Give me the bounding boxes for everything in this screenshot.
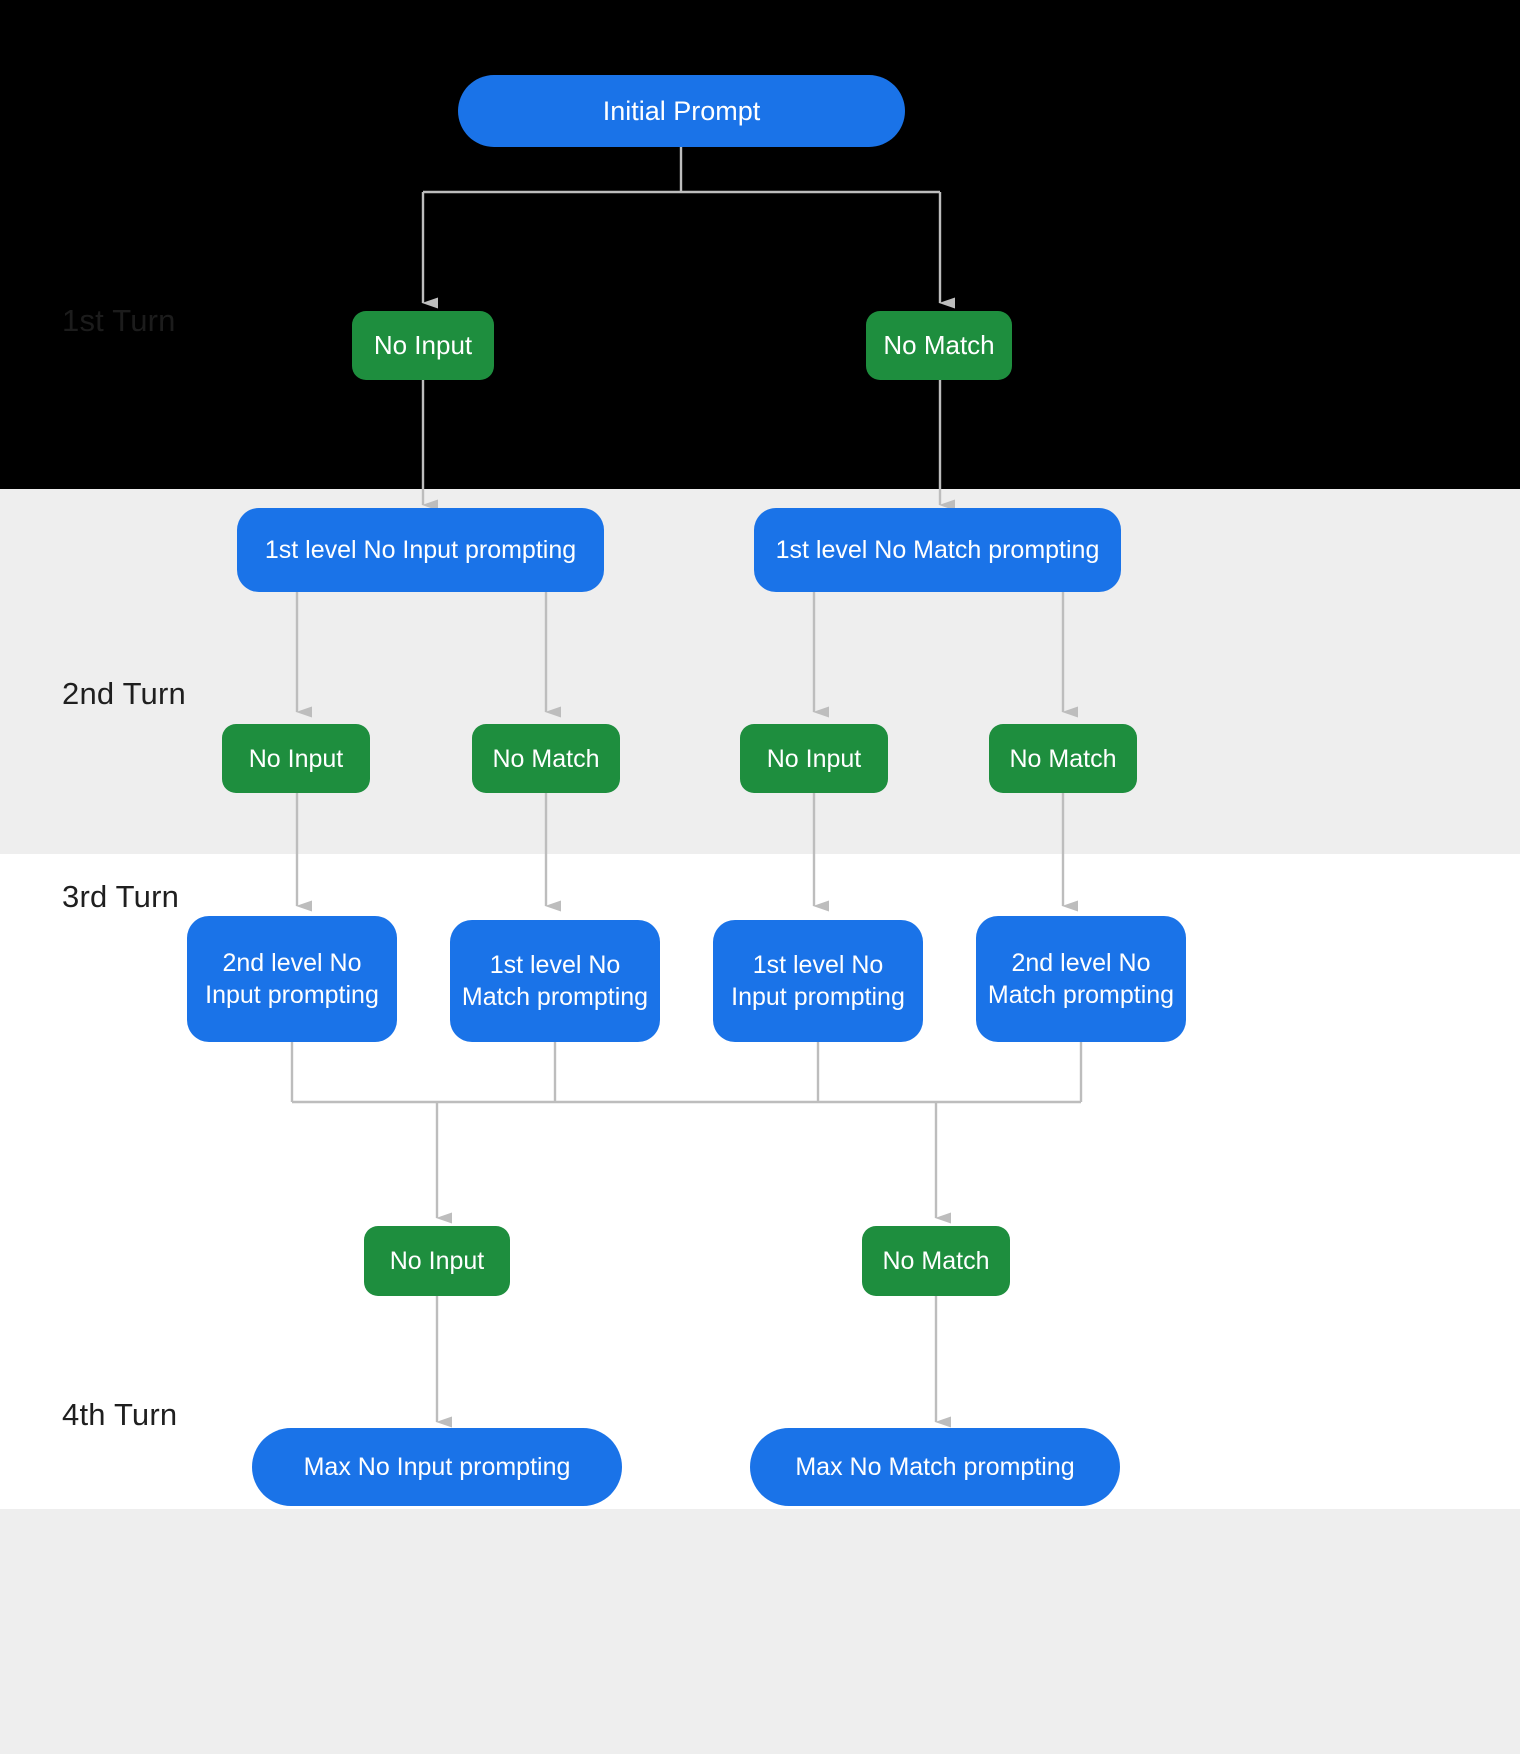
node-t2-prompt-no-match-label: 1st level No Match prompting (775, 536, 1100, 564)
node-t3-no-match[interactable]: No Match (862, 1226, 1010, 1296)
node-t2-prompt-no-match[interactable]: 1st level No Match prompting (754, 508, 1121, 592)
node-t2-no-match-a[interactable]: No Match (472, 724, 620, 793)
node-t3-prompt-1st-no-match-label: 1st level No Match prompting (461, 951, 649, 1011)
node-t3-prompt-2nd-no-match[interactable]: 2nd level No Match prompting (976, 916, 1186, 1042)
node-t2-no-input-b-label: No Input (766, 744, 862, 773)
node-t3-prompt-1st-no-match[interactable]: 1st level No Match prompting (450, 920, 660, 1042)
node-t1-no-match-label: No Match (883, 329, 995, 360)
node-t3-prompt-2nd-no-match-label: 2nd level No Match prompting (987, 949, 1175, 1009)
turn-label-3rd: 3rd Turn (62, 879, 180, 914)
node-t1-no-match[interactable]: No Match (866, 311, 1012, 380)
node-initial-prompt-label: Initial Prompt (602, 95, 761, 126)
node-t2-no-input-a[interactable]: No Input (222, 724, 370, 793)
node-t1-no-input[interactable]: No Input (352, 311, 494, 380)
node-t3-no-input-label: No Input (389, 1247, 485, 1275)
node-t4-max-no-match[interactable]: Max No Match prompting (750, 1428, 1120, 1506)
node-t4-max-no-match-label: Max No Match prompting (795, 1453, 1075, 1481)
node-t3-prompt-2nd-no-input-label: 2nd level No Input prompting (205, 949, 379, 1009)
turn-band-4 (0, 1509, 1520, 1754)
node-t2-no-match-b[interactable]: No Match (989, 724, 1137, 793)
node-t3-no-input[interactable]: No Input (364, 1226, 510, 1296)
node-t3-prompt-1st-no-input-label: 1st level No Input prompting (731, 951, 905, 1011)
node-initial-prompt[interactable]: Initial Prompt (458, 75, 905, 147)
node-t2-no-input-a-label: No Input (248, 744, 344, 773)
node-t2-prompt-no-input-label: 1st level No Input prompting (264, 536, 577, 564)
node-t2-no-input-b[interactable]: No Input (740, 724, 888, 793)
node-t3-prompt-1st-no-input[interactable]: 1st level No Input prompting (713, 920, 923, 1042)
node-t4-max-no-input-label: Max No Input prompting (303, 1453, 571, 1481)
turn-label-2nd: 2nd Turn (62, 676, 186, 711)
turn-band-1 (0, 0, 1520, 489)
node-t4-max-no-input[interactable]: Max No Input prompting (252, 1428, 622, 1506)
node-t2-no-match-a-label: No Match (492, 744, 600, 773)
node-t3-no-match-label: No Match (882, 1247, 990, 1275)
node-t2-prompt-no-input[interactable]: 1st level No Input prompting (237, 508, 604, 592)
node-t3-prompt-2nd-no-input[interactable]: 2nd level No Input prompting (187, 916, 397, 1042)
turn-label-1st: 1st Turn (62, 303, 176, 338)
node-t2-no-match-b-label: No Match (1009, 744, 1117, 773)
turn-label-4th: 4th Turn (62, 1397, 178, 1432)
node-t1-no-input-label: No Input (373, 329, 473, 360)
